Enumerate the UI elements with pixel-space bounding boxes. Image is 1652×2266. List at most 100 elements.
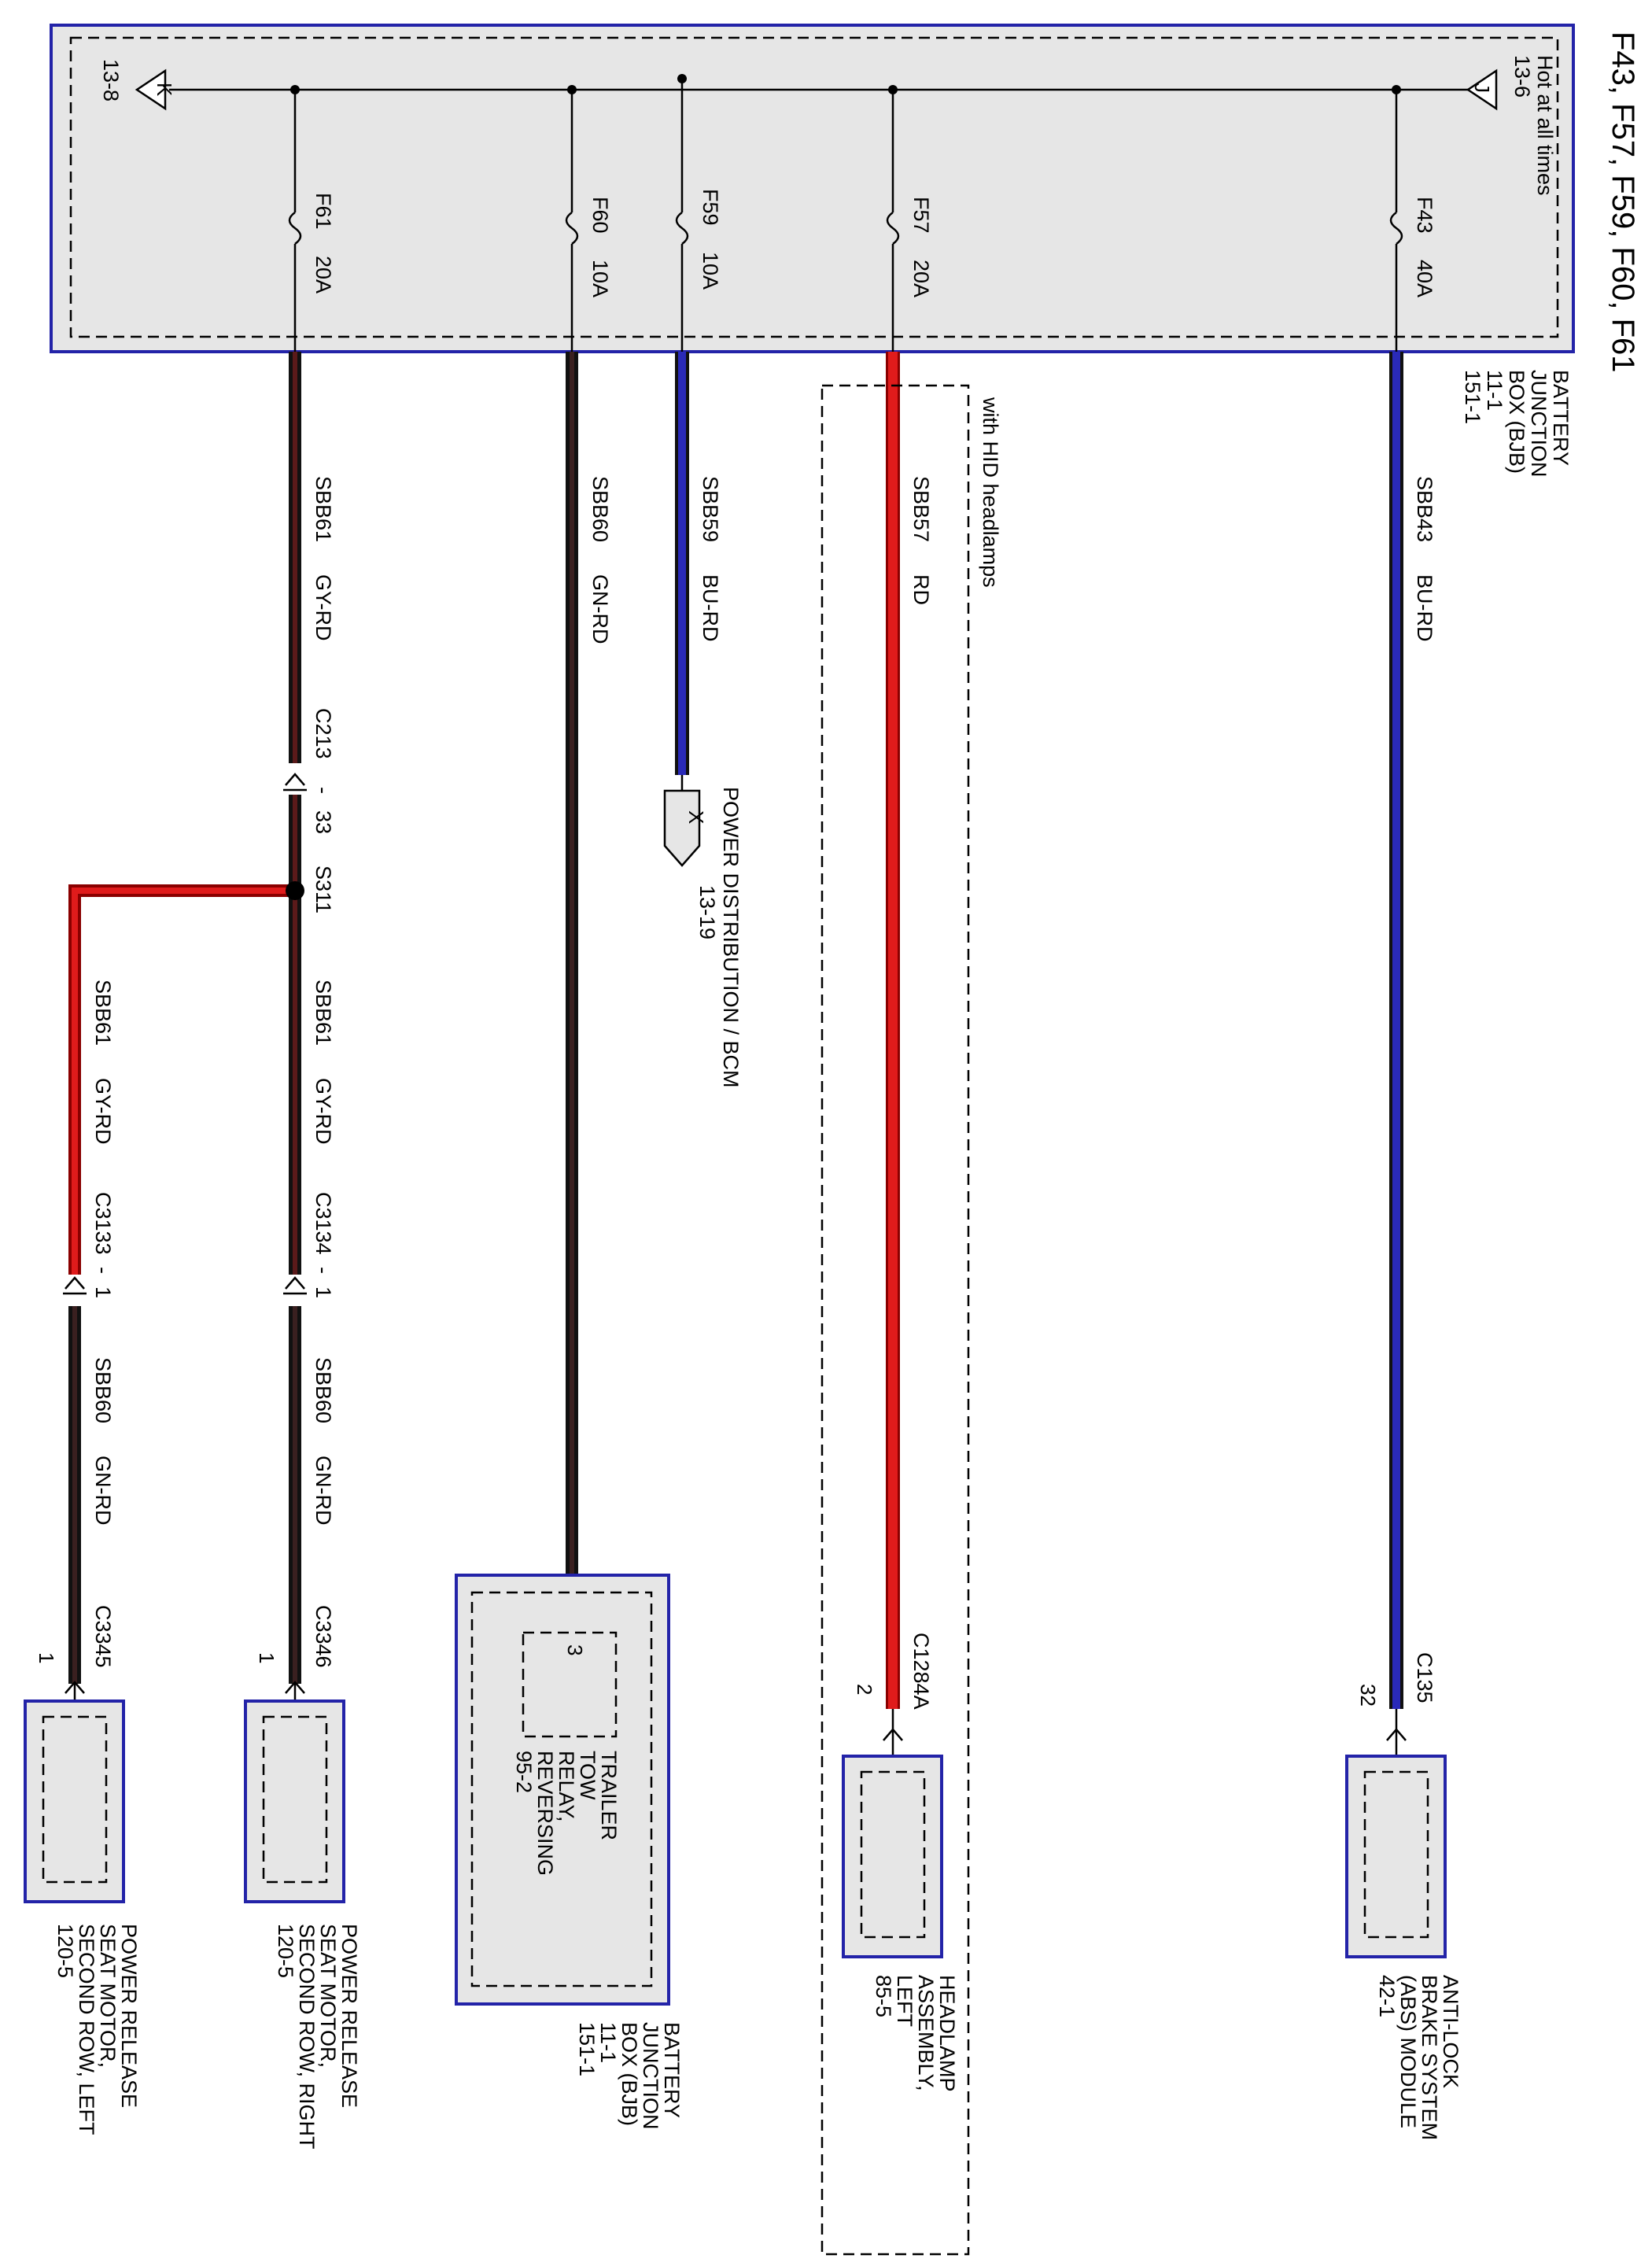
- svg-text:REVERSING: REVERSING: [533, 1751, 557, 1876]
- svg-text:SEAT MOTOR,: SEAT MOTOR,: [316, 1924, 340, 2068]
- power-distribution-connector: [663, 789, 701, 867]
- svg-text:RELAY,: RELAY,: [555, 1751, 578, 1822]
- svg-text:SBB60: SBB60: [588, 476, 612, 542]
- svg-text:32: 32: [1356, 1684, 1380, 1707]
- seat-left-box: [24, 1700, 125, 1903]
- svg-text:F43: F43: [1413, 197, 1436, 234]
- svg-text:SBB61: SBB61: [312, 980, 335, 1046]
- svg-text:SEAT MOTOR,: SEAT MOTOR,: [96, 1924, 120, 2068]
- svg-text:120-5: 120-5: [53, 1924, 77, 1978]
- wire-sbb60-lower: [68, 1306, 301, 1684]
- svg-text:SBB61: SBB61: [312, 476, 335, 542]
- svg-text:BU-RD: BU-RD: [1413, 574, 1436, 642]
- svg-text:40A: 40A: [1413, 260, 1436, 297]
- svg-text:SBB60: SBB60: [91, 1357, 115, 1423]
- trailer-relay-label: TRAILER TOW RELAY, REVERSING 95-2: [512, 1751, 621, 1876]
- svg-text:C3134: C3134: [312, 1192, 335, 1255]
- svg-text:JUNCTION: JUNCTION: [1527, 370, 1551, 478]
- svg-text:F60: F60: [588, 197, 612, 234]
- svg-text:C3346: C3346: [312, 1605, 335, 1668]
- svg-text:F57: F57: [909, 197, 933, 234]
- wire-sbb61-branch: [68, 884, 295, 1275]
- svg-text:BOX (BJB): BOX (BJB): [618, 2022, 641, 2126]
- svg-text:POWER RELEASE: POWER RELEASE: [117, 1924, 141, 2108]
- svg-text:GN-RD: GN-RD: [588, 574, 612, 644]
- svg-text:C213: C213: [312, 708, 335, 759]
- bjb-bottom-box: [455, 1574, 670, 2006]
- hid-note: with HID headlamps: [979, 397, 1002, 588]
- svg-text:ANTI-LOCK: ANTI-LOCK: [1439, 1975, 1462, 2088]
- svg-text:TOW: TOW: [576, 1751, 599, 1800]
- svg-text:C135: C135: [1413, 1652, 1436, 1703]
- abs-module-box: [1345, 1755, 1447, 1958]
- svg-text:S311: S311: [312, 865, 335, 913]
- svg-text:2: 2: [853, 1684, 876, 1695]
- svg-text:20A: 20A: [312, 256, 335, 293]
- svg-text:1: 1: [312, 1286, 335, 1298]
- svg-text:ASSEMBLY,: ASSEMBLY,: [914, 1975, 938, 2091]
- svg-text:10A: 10A: [588, 260, 612, 297]
- hid-region: [820, 384, 970, 2256]
- svg-text:42-1: 42-1: [1375, 1975, 1399, 2017]
- svg-text:BU-RD: BU-RD: [699, 574, 722, 642]
- svg-text:GY-RD: GY-RD: [312, 574, 335, 641]
- svg-text:SBB60: SBB60: [312, 1357, 335, 1423]
- svg-text:RD: RD: [909, 574, 933, 605]
- seat-right-box: [244, 1700, 345, 1903]
- svg-text:(ABS) MODULE: (ABS) MODULE: [1396, 1975, 1420, 2128]
- connector-k-label: K: [153, 83, 176, 97]
- seat-left-label: POWER RELEASE SEAT MOTOR, SECOND ROW, LE…: [53, 1924, 141, 2135]
- connector-j: [1466, 68, 1498, 111]
- page-title: F43, F57, F59, F60, F61: [1606, 31, 1640, 373]
- svg-text:POWER RELEASE: POWER RELEASE: [337, 1924, 361, 2108]
- seat-right-label: POWER RELEASE SEAT MOTOR, SECOND ROW, RI…: [274, 1924, 361, 2150]
- bjb-top-box: [50, 24, 1575, 353]
- svg-text:SECOND ROW, RIGHT: SECOND ROW, RIGHT: [295, 1924, 319, 2150]
- ref-13-6: 13-6: [1510, 55, 1534, 98]
- svg-text:JUNCTION: JUNCTION: [639, 2022, 662, 2130]
- svg-text:120-5: 120-5: [274, 1924, 297, 1978]
- svg-text:TRAILER: TRAILER: [597, 1751, 621, 1840]
- svg-text:SBB57: SBB57: [909, 476, 933, 542]
- svg-text:33: 33: [312, 810, 335, 834]
- svg-text:-: -: [91, 1267, 115, 1274]
- svg-text:BATTERY: BATTERY: [1549, 370, 1573, 466]
- svg-text:11-1: 11-1: [596, 2022, 620, 2063]
- svg-text:SBB43: SBB43: [1413, 476, 1436, 542]
- svg-text:GY-RD: GY-RD: [312, 1078, 335, 1145]
- svg-text:13-19: 13-19: [695, 885, 719, 939]
- svg-text:11-1: 11-1: [1483, 370, 1506, 411]
- svg-text:1: 1: [255, 1652, 278, 1663]
- svg-text:C3133: C3133: [91, 1192, 115, 1255]
- svg-text:F61: F61: [312, 193, 335, 230]
- svg-text:-: -: [312, 1267, 335, 1274]
- svg-text:C1284A: C1284A: [909, 1633, 933, 1710]
- svg-text:BRAKE SYSTEM: BRAKE SYSTEM: [1418, 1975, 1441, 2140]
- svg-text:SBB61: SBB61: [91, 980, 115, 1046]
- svg-text:GN-RD: GN-RD: [312, 1456, 335, 1526]
- svg-text:1: 1: [35, 1652, 58, 1663]
- svg-text:LEFT: LEFT: [893, 1975, 916, 2027]
- svg-text:GY-RD: GY-RD: [91, 1078, 115, 1145]
- fuse-drops: [288, 90, 1403, 352]
- svg-text:3: 3: [563, 1644, 587, 1655]
- svg-text:SBB59: SBB59: [699, 476, 722, 542]
- svg-text:1: 1: [91, 1286, 115, 1298]
- svg-text:151-1: 151-1: [1461, 370, 1484, 424]
- svg-text:95-2: 95-2: [512, 1751, 536, 1793]
- connector-labels: C135 32 C1284A 2 C213 - 33 S311 C3134 - …: [35, 708, 1436, 1710]
- bjb-top-label: BATTERY JUNCTION BOX (BJB) 11-1 151-1: [1461, 370, 1573, 478]
- svg-text:C3345: C3345: [91, 1605, 115, 1668]
- svg-text:F59: F59: [699, 189, 722, 226]
- fuse-labels: F43 40A F57 20A F59 10A F60 10A F61 20A: [312, 189, 1436, 297]
- svg-text:151-1: 151-1: [575, 2022, 599, 2076]
- ref-13-8: 13-8: [99, 59, 123, 101]
- power-distribution-label: POWER DISTRIBUTION / BCM 13-19 X: [684, 787, 743, 1088]
- abs-label: ANTI-LOCK BRAKE SYSTEM (ABS) MODULE 42-1: [1375, 1975, 1462, 2140]
- svg-text:HEADLAMP: HEADLAMP: [935, 1975, 959, 2092]
- connector-k: [135, 68, 167, 111]
- bjb-bottom-label: BATTERY JUNCTION BOX (BJB) 11-1 151-1: [575, 2022, 684, 2130]
- headlamp-label: HEADLAMP ASSEMBLY, LEFT 85-5: [872, 1975, 959, 2092]
- svg-text:X: X: [684, 810, 708, 824]
